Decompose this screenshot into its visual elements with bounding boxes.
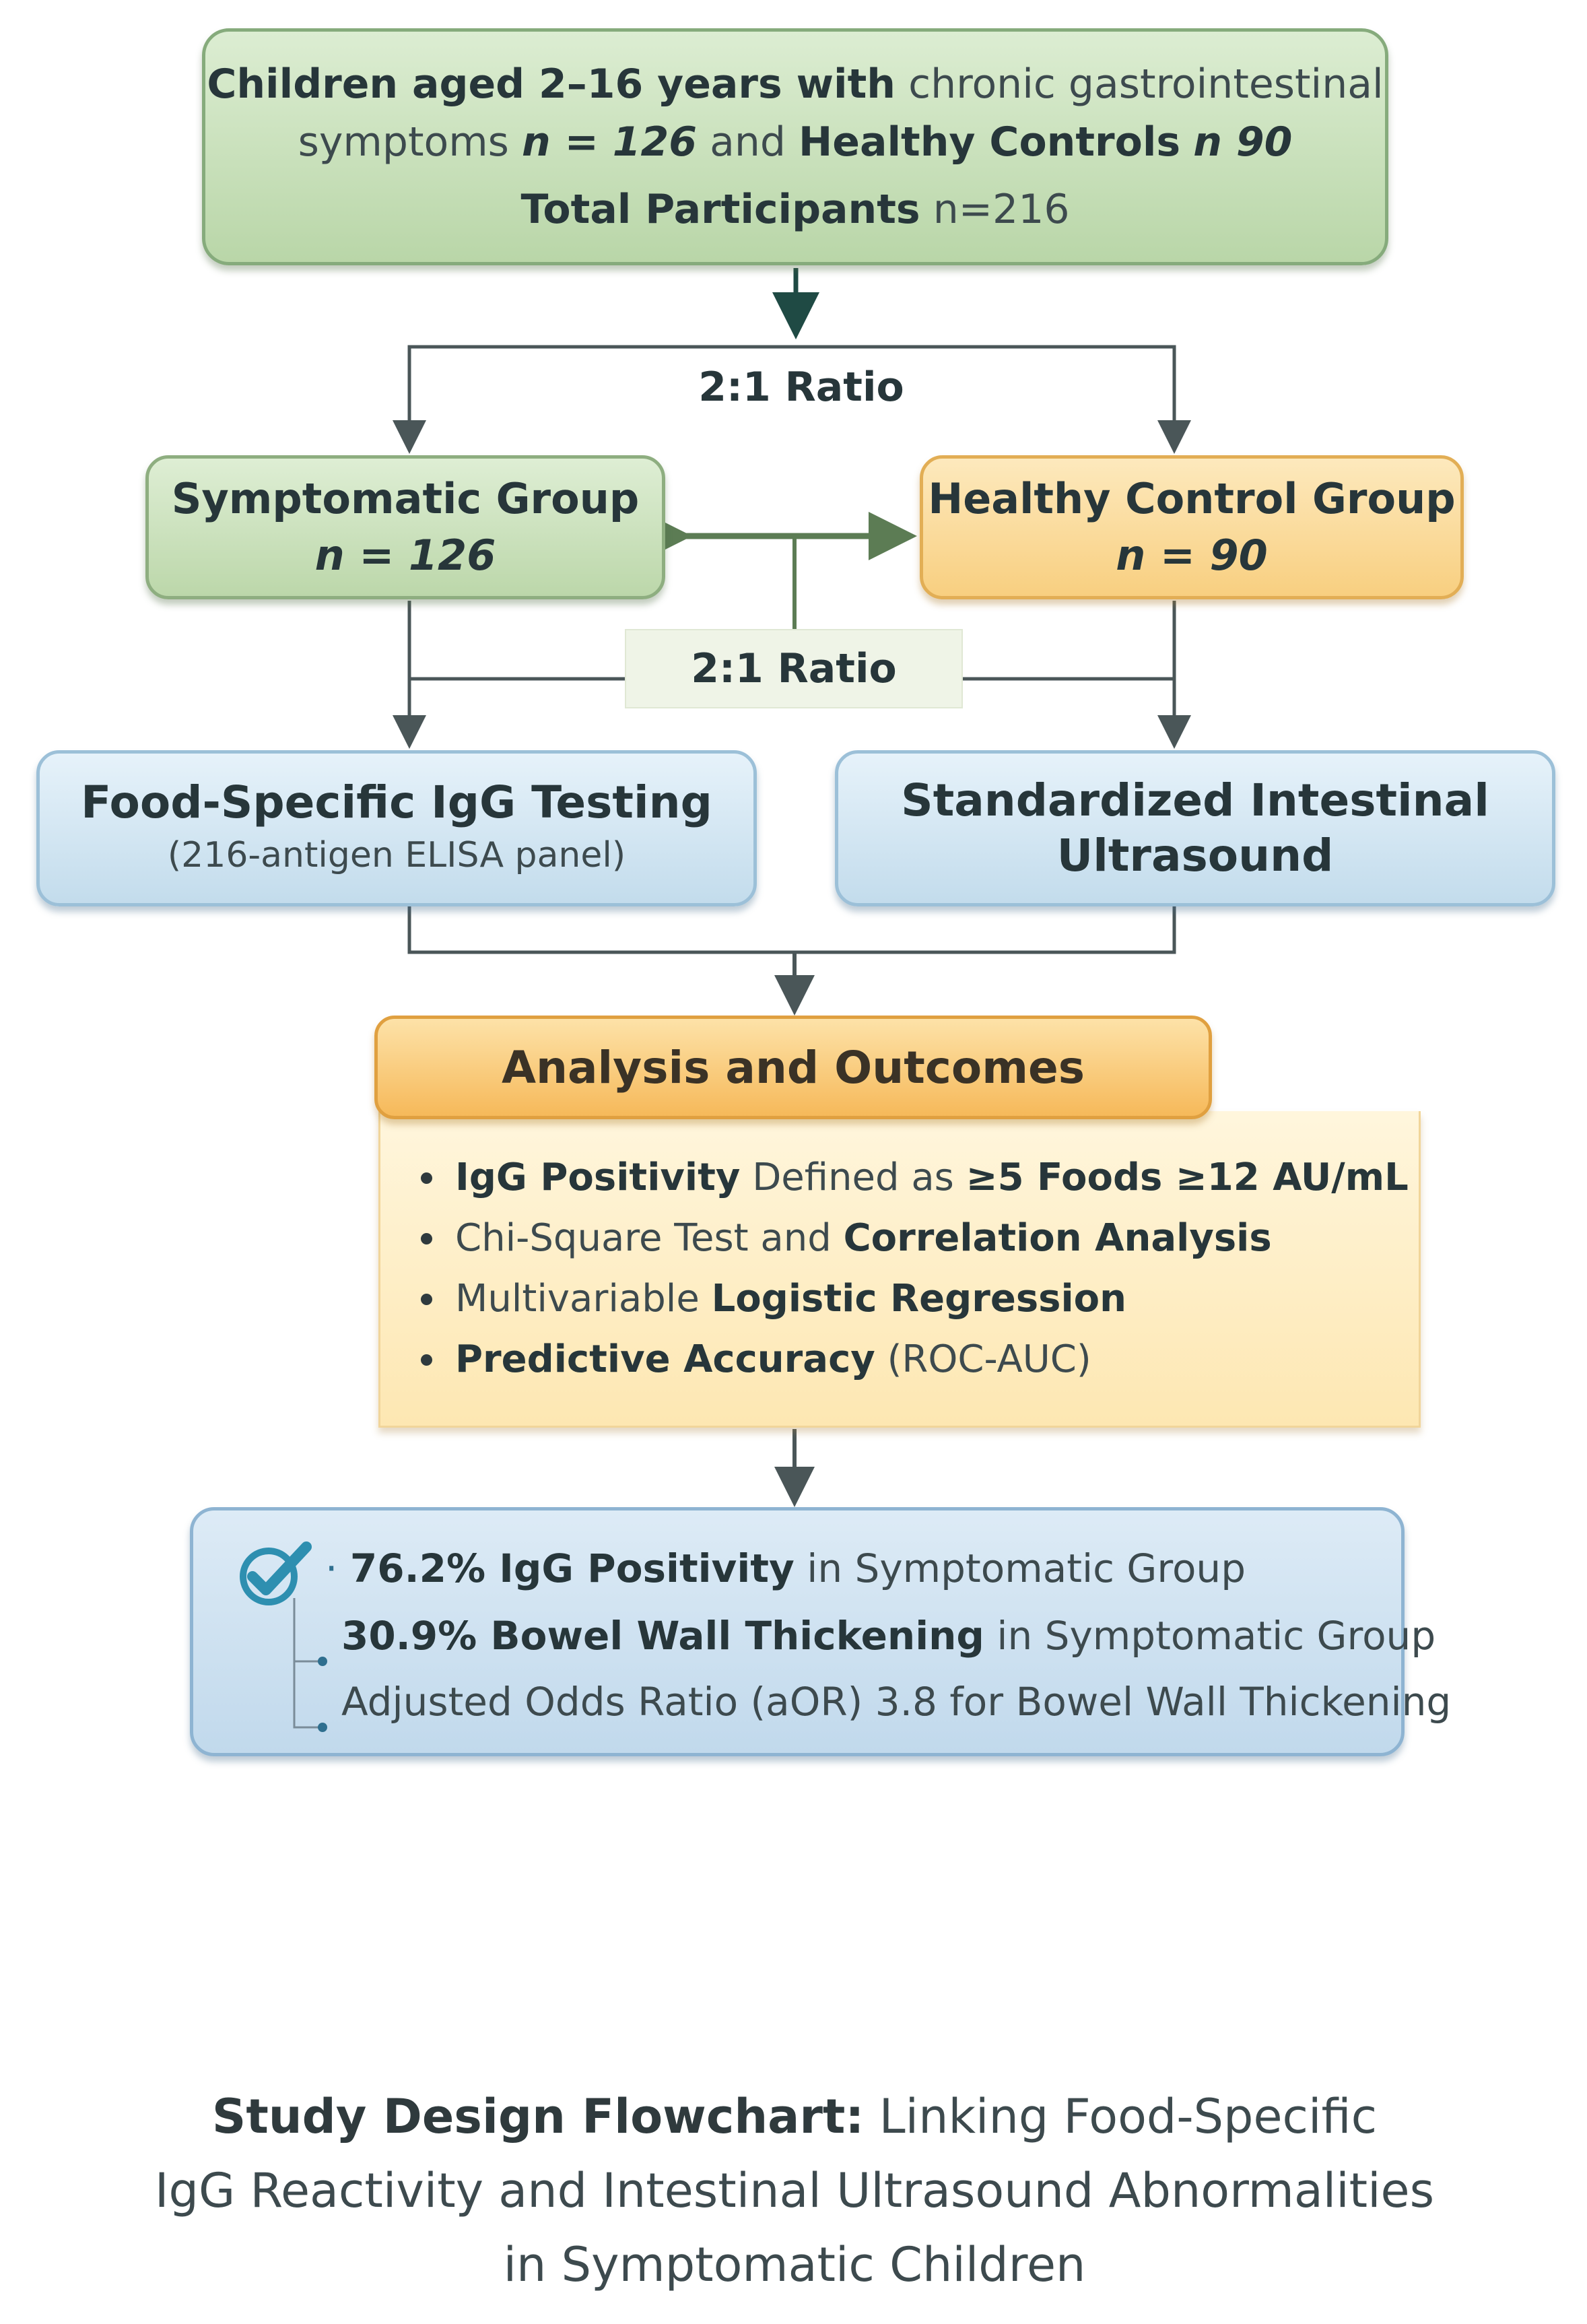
bullet-dot bbox=[421, 1172, 432, 1184]
participants-box: Children aged 2–16 years with chronic ga… bbox=[202, 28, 1388, 265]
bullet-dot bbox=[421, 1354, 432, 1366]
participants-line-3: Total Participants n=216 bbox=[520, 186, 1070, 233]
caption-line-1: Study Design Flowchart: Linking Food-Spe… bbox=[211, 2089, 1378, 2144]
ultrasound-line-2: Ultrasound bbox=[1056, 830, 1334, 882]
ratio-label-top: 2:1 Ratio bbox=[698, 364, 904, 411]
analysis-bullet: Predictive Accuracy (ROC-AUC) bbox=[421, 1329, 1419, 1390]
merge-bracket bbox=[407, 906, 1176, 954]
tree-connector bbox=[293, 1598, 327, 1732]
analysis-bullet: Chi-Square Test and Correlation Analysis bbox=[421, 1208, 1419, 1269]
result-item: Adjusted Odds Ratio (aOR) 3.8 for Bowel … bbox=[341, 1679, 1452, 1725]
figure-caption: Study Design Flowchart: Linking Food-Spe… bbox=[135, 2080, 1454, 2302]
igg-testing-box: Food-Specific IgG Testing (216-antigen E… bbox=[36, 750, 757, 906]
checkmark-icon bbox=[240, 1541, 312, 1605]
ratio-label-middle: 2:1 Ratio bbox=[625, 629, 963, 708]
split-bracket bbox=[407, 345, 1176, 444]
healthy-control-group-box: Healthy Control Group n = 90 bbox=[920, 455, 1464, 599]
analysis-bullet: IgG Positivity Defined as ≥5 Foods ≥12 A… bbox=[421, 1148, 1419, 1208]
ultrasound-line-1: Standardized Intestinal bbox=[901, 774, 1489, 826]
result-item: 30.9% Bowel Wall Thickening in Symptomat… bbox=[341, 1613, 1436, 1659]
participants-line-2: symptoms n = 126 and Healthy Controls n … bbox=[298, 119, 1293, 166]
participants-line-1: Children aged 2–16 years with chronic ga… bbox=[207, 61, 1384, 108]
result-item: · 76.2% IgG Positivity in Symptomatic Gr… bbox=[325, 1546, 1246, 1591]
symptomatic-group-box: Symptomatic Group n = 126 bbox=[145, 455, 665, 599]
analysis-bullet: Multivariable Logistic Regression bbox=[421, 1269, 1419, 1329]
analysis-body: IgG Positivity Defined as ≥5 Foods ≥12 A… bbox=[378, 1111, 1421, 1428]
igg-testing-title: Food-Specific IgG Testing bbox=[81, 776, 712, 828]
control-group-title: Healthy Control Group bbox=[928, 474, 1456, 523]
bullet-dot bbox=[421, 1293, 432, 1305]
caption-line-2: IgG Reactivity and Intestinal Ultrasound… bbox=[154, 2163, 1435, 2218]
analysis-header: Analysis and Outcomes bbox=[374, 1016, 1212, 1119]
caption-line-3: in Symptomatic Children bbox=[503, 2237, 1086, 2292]
bullet-dot bbox=[421, 1232, 432, 1244]
igg-testing-subtitle: (216-antigen ELISA panel) bbox=[167, 835, 626, 875]
ultrasound-box: Standardized Intestinal Ultrasound bbox=[835, 750, 1555, 906]
symptomatic-group-n: n = 126 bbox=[314, 531, 496, 580]
results-box: · 76.2% IgG Positivity in Symptomatic Gr… bbox=[190, 1507, 1451, 1756]
control-group-n: n = 90 bbox=[1116, 531, 1268, 580]
symptomatic-group-title: Symptomatic Group bbox=[171, 474, 640, 523]
